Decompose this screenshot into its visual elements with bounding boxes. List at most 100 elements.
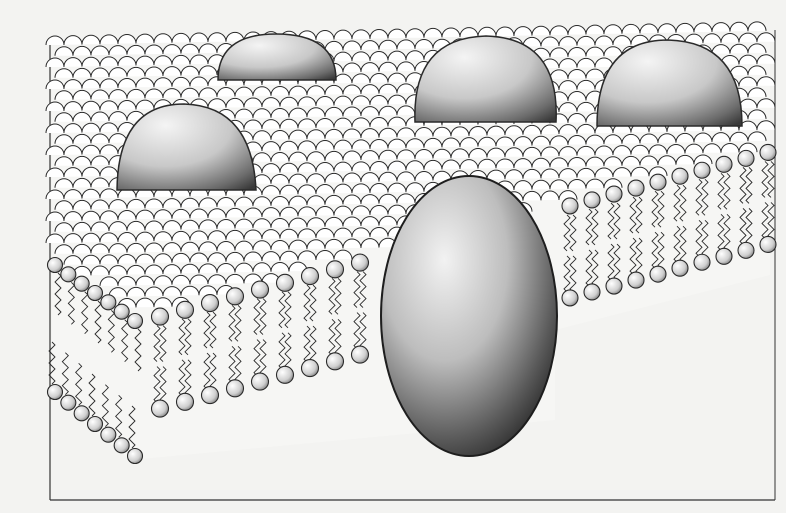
lipid-head-top bbox=[46, 36, 64, 45]
lipid-head-top bbox=[64, 58, 82, 67]
lipid-head-top bbox=[721, 33, 739, 42]
lipid-head-top bbox=[73, 46, 91, 55]
lipid-head-top bbox=[190, 33, 208, 42]
lipid-head-top bbox=[208, 33, 226, 42]
lipid-head bbox=[628, 180, 644, 196]
lipid-head-top bbox=[550, 26, 568, 35]
lipid-head bbox=[302, 360, 319, 377]
lipid-head bbox=[88, 417, 103, 432]
lipid-head-top bbox=[370, 29, 388, 38]
lipid-head bbox=[114, 304, 129, 319]
lipid-head-top bbox=[514, 27, 532, 36]
lipid-head-top bbox=[316, 31, 334, 40]
lipid-head-top bbox=[136, 34, 154, 43]
lipid-head-top bbox=[361, 41, 379, 50]
lipid-head bbox=[202, 387, 219, 404]
lipid-head-top bbox=[694, 23, 712, 32]
lipid-head-top bbox=[64, 36, 82, 45]
lipid-head-top bbox=[622, 24, 640, 33]
lipid-head-top bbox=[739, 33, 757, 42]
lipid-head bbox=[584, 192, 600, 208]
lipid-head bbox=[352, 254, 369, 271]
lipid-head bbox=[584, 284, 600, 300]
lipid-head-top bbox=[415, 40, 433, 49]
lipid-head-top bbox=[163, 45, 181, 54]
lipid-head bbox=[202, 295, 219, 312]
lipid-head bbox=[48, 258, 63, 273]
lipid-head-top bbox=[757, 33, 775, 42]
lipid-head-top bbox=[379, 40, 397, 49]
lipid-head-top bbox=[154, 34, 172, 43]
lipid-head bbox=[760, 144, 776, 160]
lipid-head-top bbox=[118, 35, 136, 44]
lipid-head bbox=[738, 242, 754, 258]
lipid-head bbox=[114, 438, 129, 453]
lipid-head bbox=[672, 260, 688, 276]
lipid-head-top bbox=[703, 34, 721, 43]
lipid-head bbox=[252, 281, 269, 298]
lipid-head-top bbox=[46, 58, 64, 67]
lipid-head-top bbox=[532, 26, 550, 35]
lipid-head-top bbox=[568, 26, 586, 35]
lipid-head-top bbox=[604, 25, 622, 34]
lipid-head-top bbox=[559, 37, 577, 46]
lipid-head bbox=[227, 380, 244, 397]
lipid-head-top bbox=[334, 30, 352, 39]
lipid-head bbox=[302, 268, 319, 285]
lipid-head bbox=[327, 353, 344, 370]
lipid-head bbox=[672, 168, 688, 184]
lipid-head bbox=[152, 400, 169, 417]
lipid-head bbox=[61, 267, 76, 282]
lipid-head-top bbox=[541, 37, 559, 46]
lipid-head-top bbox=[613, 36, 631, 45]
lipid-head-top bbox=[181, 44, 199, 53]
lipid-head bbox=[606, 278, 622, 294]
lipid-head-top bbox=[100, 57, 118, 66]
lipid-head-top bbox=[406, 29, 424, 38]
lipid-head-top bbox=[109, 46, 127, 55]
lipid-head bbox=[101, 295, 116, 310]
lipid-head bbox=[562, 198, 578, 214]
lipid-head bbox=[177, 393, 194, 410]
lipid-head-top bbox=[388, 29, 406, 38]
lipid-head bbox=[738, 150, 754, 166]
lipid-head-top bbox=[442, 28, 460, 37]
lipid-head-top bbox=[496, 27, 514, 36]
lipid-head-top bbox=[478, 27, 496, 36]
lipid-head-top bbox=[586, 25, 604, 34]
lipid-head-top bbox=[676, 23, 694, 32]
integral-protein-transmembrane bbox=[381, 176, 557, 456]
lipid-head bbox=[101, 427, 116, 442]
lipid-head-top bbox=[352, 30, 370, 39]
lipid-head-top bbox=[595, 36, 613, 45]
lipid-head-top bbox=[460, 28, 478, 37]
lipid-head-top bbox=[577, 36, 595, 45]
lipid-head-top bbox=[82, 35, 100, 44]
lipid-head bbox=[606, 186, 622, 202]
lipid-head bbox=[277, 366, 294, 383]
lipid-head-top bbox=[127, 45, 145, 54]
lipid-head bbox=[694, 162, 710, 178]
lipid-head bbox=[152, 308, 169, 325]
lipid-head bbox=[61, 395, 76, 410]
lipid-head-top bbox=[658, 24, 676, 33]
lipid-head bbox=[177, 301, 194, 318]
lipid-head bbox=[716, 156, 732, 172]
lipid-head bbox=[650, 266, 666, 282]
lipid-head-top bbox=[82, 57, 100, 66]
lipid-head-top bbox=[100, 35, 118, 44]
lipid-head-top bbox=[325, 41, 343, 50]
lipid-head bbox=[252, 373, 269, 390]
lipid-head-top bbox=[91, 46, 109, 55]
lipid-head bbox=[88, 286, 103, 301]
lipid-head bbox=[227, 288, 244, 305]
lipid-head bbox=[327, 261, 344, 278]
lipid-head-top bbox=[424, 28, 442, 37]
lipid-head-top bbox=[730, 22, 748, 31]
lipid-head bbox=[74, 276, 89, 291]
lipid-head-top bbox=[397, 40, 415, 49]
lipid-head bbox=[352, 346, 369, 363]
lipid-head-top bbox=[199, 44, 217, 53]
lipid-head-top bbox=[343, 41, 361, 50]
